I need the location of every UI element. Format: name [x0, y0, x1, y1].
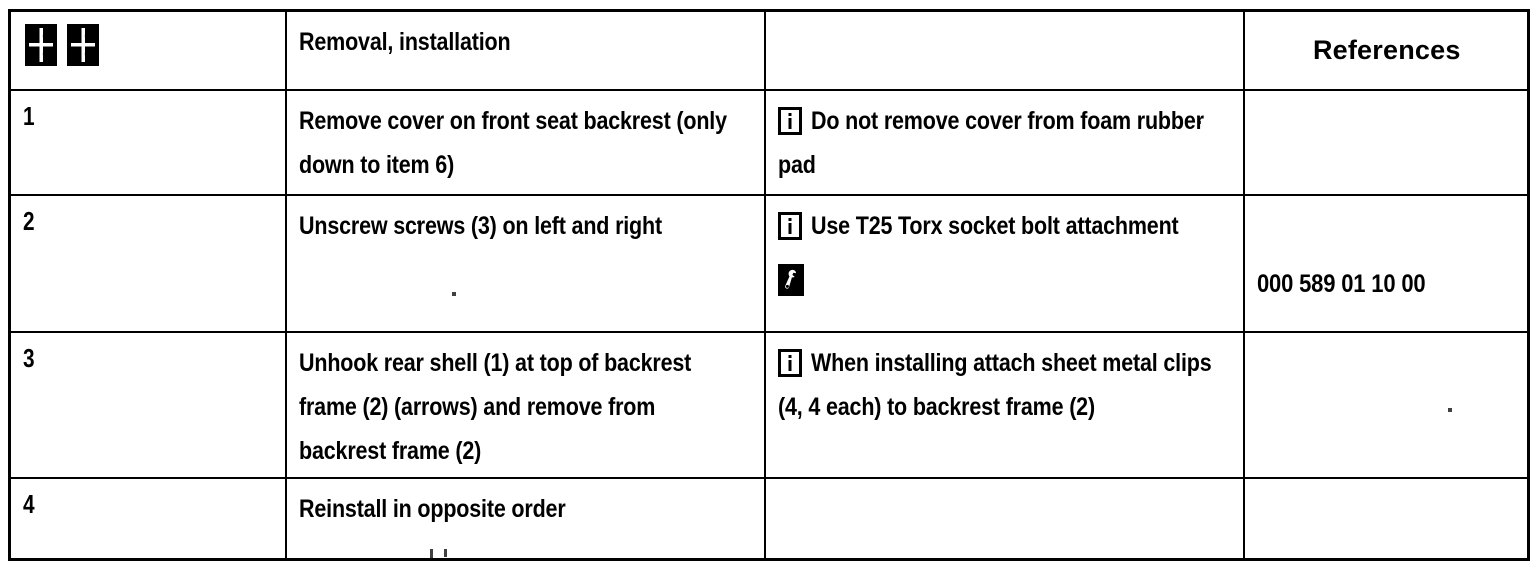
operation-line: Unscrew screws (3) on left and right: [298, 211, 662, 240]
table-row: 2 Unscrew screws (3) on left and right: [8, 193, 1530, 333]
scan-artifact: [1448, 408, 1452, 412]
operation-cell: Remove cover on front seat backrest (onl…: [284, 88, 766, 196]
note-line: pad: [777, 150, 816, 179]
step-cell: 3: [8, 330, 287, 479]
operation-cell: Unscrew screws (3) on left and right: [284, 193, 766, 333]
column-header-references: References: [1312, 35, 1461, 65]
operation-line: Remove cover on front seat backrest (onl…: [298, 106, 727, 135]
operation-line: Reinstall in opposite order: [298, 494, 566, 523]
table-header-row: Removal, installation References: [8, 9, 1530, 91]
step-number: 2: [23, 205, 35, 236]
special-tool-icon: [777, 263, 804, 296]
operation-line: frame (2) (arrows) and remove from: [298, 392, 655, 421]
header-cell-pictograms: [8, 9, 287, 91]
operation-cell: Unhook rear shell (1) at top of backrest…: [284, 330, 766, 479]
procedure-table: Removal, installation References 1: [8, 9, 1530, 561]
step-number: 4: [23, 488, 35, 519]
operation-line: down to item 6): [298, 150, 454, 179]
four-petal-box-icon: [67, 24, 99, 66]
operation-line: Unhook rear shell (1) at top of backrest: [298, 348, 691, 377]
table-row: 4 Reinstall in opposite order: [8, 476, 1530, 561]
reference-cell: [1242, 88, 1530, 196]
operation-cell: Reinstall in opposite order: [284, 476, 766, 561]
note-cell: Use T25 Torx socket bolt attachment: [763, 193, 1245, 333]
operation-text: Remove cover on front seat backrest (onl…: [299, 99, 754, 187]
info-icon: [777, 211, 802, 240]
table-row: 3 Unhook rear shell (1) at top of backre…: [8, 330, 1530, 479]
note-line: When installing attach sheet metal clips: [810, 348, 1212, 377]
note-line: Use T25 Torx socket bolt attachment: [810, 211, 1179, 240]
note-cell: When installing attach sheet metal clips…: [763, 330, 1245, 479]
four-petal-box-icon: [25, 24, 57, 66]
table-row: 1 Remove cover on front seat backrest (o…: [8, 88, 1530, 196]
operation-line: backrest frame (2): [298, 436, 481, 465]
step-cell: 2: [8, 193, 287, 333]
operation-text: Unscrew screws (3) on left and right: [299, 204, 754, 248]
header-cell-notes: [763, 9, 1245, 91]
note-cell: Do not remove cover from foam rubber pad: [763, 88, 1245, 196]
note-line: Do not remove cover from foam rubber: [810, 106, 1204, 135]
header-cell-operation: Removal, installation: [284, 9, 766, 91]
step-number: 1: [23, 100, 35, 131]
info-icon: [777, 106, 802, 135]
step-cell: 1: [8, 88, 287, 196]
scan-artifact: [444, 549, 447, 557]
operation-text: Unhook rear shell (1) at top of backrest…: [299, 341, 754, 473]
note-line: (4, 4 each) to backrest frame (2): [777, 392, 1095, 421]
reference-cell: 000 589 01 10 00: [1242, 193, 1530, 333]
operation-text: Reinstall in opposite order: [299, 487, 754, 531]
scan-artifact: [430, 549, 433, 558]
column-header-operation: Removal, installation: [298, 28, 511, 56]
scan-artifact: [417, 221, 420, 224]
scan-artifact: [452, 292, 456, 296]
reference-number: 000 589 01 10 00: [1256, 269, 1426, 298]
step-number: 3: [23, 342, 35, 373]
scan-artifact: [1198, 121, 1201, 124]
reference-cell: [1242, 476, 1530, 561]
step-cell: 4: [8, 476, 287, 561]
reference-cell: [1242, 330, 1530, 479]
header-cell-references: References: [1242, 9, 1530, 91]
note-cell: [763, 476, 1245, 561]
info-icon: [777, 348, 802, 377]
